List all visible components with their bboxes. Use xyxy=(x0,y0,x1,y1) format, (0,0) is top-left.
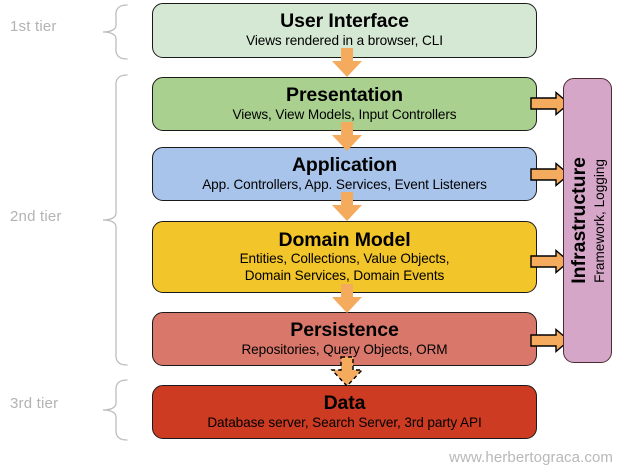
arrow-domain-to-persistence xyxy=(330,284,364,314)
infrastructure-arrow-from-persistence xyxy=(530,327,571,354)
layer-title-user-interface: User Interface xyxy=(280,10,409,33)
layer-subtitle-presentation-1: Views, View Models, Input Controllers xyxy=(232,106,457,122)
arrow-presentation-to-application xyxy=(330,122,364,152)
layer-subtitle-domain-model-2: Domain Services, Domain Events xyxy=(244,267,445,283)
tier-label-2: 2nd tier xyxy=(10,208,62,225)
tier-brace-2 xyxy=(100,74,130,366)
layer-title-presentation: Presentation xyxy=(286,83,403,106)
layer-subtitle-persistence-1: Repositories, Query Objects, ORM xyxy=(241,341,448,357)
tier-label-1: 1st tier xyxy=(10,18,57,35)
layer-subtitle-data-1: Database server, Search Server, 3rd part… xyxy=(207,414,482,430)
tier-brace-3 xyxy=(100,379,130,441)
layer-title-domain-model: Domain Model xyxy=(278,228,411,251)
infrastructure-arrow-from-application xyxy=(530,161,571,188)
arrow-persistence-to-data xyxy=(330,356,364,388)
tier-label-3: 3rd tier xyxy=(10,395,59,412)
layer-subtitle-user-interface-1: Views rendered in a browser, CLI xyxy=(246,33,443,49)
layer-box-infrastructure[interactable]: Infrastructure Framework, Logging xyxy=(563,78,612,363)
layer-title-persistence: Persistence xyxy=(290,318,399,341)
tier-brace-1 xyxy=(100,4,130,60)
infrastructure-arrow-from-domain-model xyxy=(530,248,571,275)
arrow-application-to-domain xyxy=(330,192,364,222)
footer-watermark: www.herbertograca.com xyxy=(449,449,613,466)
layer-title-application: Application xyxy=(291,153,398,176)
infrastructure-subtitle: Framework, Logging xyxy=(592,158,607,283)
layer-subtitle-domain-model-1: Entities, Collections, Value Objects, xyxy=(239,251,450,267)
layer-title-data: Data xyxy=(323,391,366,414)
arrow-ui-to-presentation xyxy=(330,48,364,78)
infrastructure-arrow-from-presentation xyxy=(530,90,571,117)
layer-subtitle-application-1: App. Controllers, App. Services, Event L… xyxy=(202,176,487,192)
infrastructure-title: Infrastructure xyxy=(568,157,590,284)
